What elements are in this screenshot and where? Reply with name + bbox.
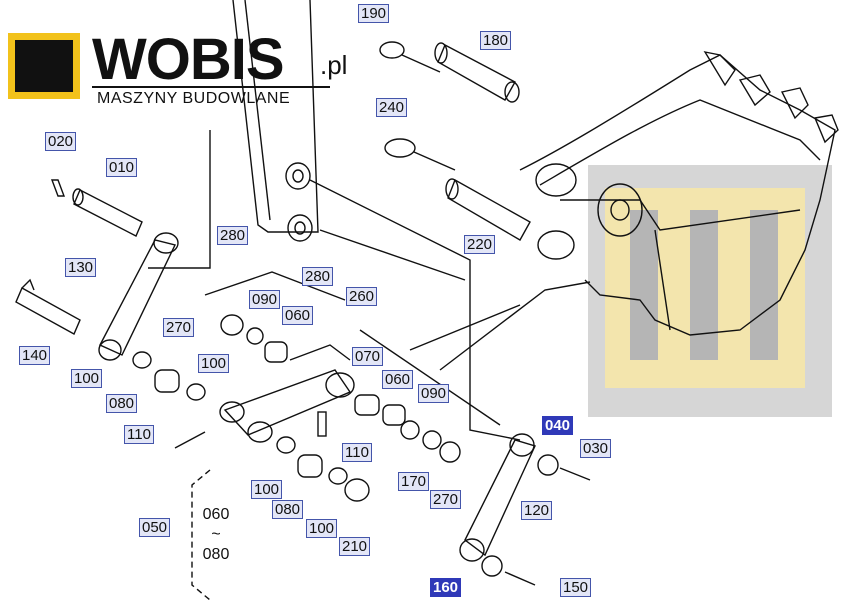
brand-name: WOBIS [92, 27, 285, 92]
range-from: 060 [202, 506, 230, 523]
part-label: 170 [398, 472, 430, 491]
part-label: 070 [352, 347, 384, 366]
part-label: 060 [382, 370, 414, 389]
part-label: 110 [342, 443, 372, 462]
part-label: 100 [306, 519, 338, 538]
part-label: 100 [71, 369, 103, 388]
brand-tagline: MASZYNY BUDOWLANE [97, 90, 291, 107]
part-label: 050 [139, 518, 171, 537]
part-label: 060 [282, 306, 314, 325]
part-label: 080 [106, 394, 138, 413]
part-label: 020 [45, 132, 77, 151]
part-label: 090 [249, 290, 281, 309]
wobis-logo-mark [8, 33, 80, 99]
part-label: 260 [346, 287, 378, 306]
part-label: 030 [580, 439, 612, 458]
part-label: 080 [272, 500, 304, 519]
tagline-divider [92, 86, 330, 88]
part-label: 130 [65, 258, 97, 277]
part-label: 110 [124, 425, 154, 444]
range-to: 080 [202, 546, 230, 563]
part-label: 140 [19, 346, 51, 365]
range-sep: ~ [211, 526, 221, 543]
part-label-highlighted: 040 [542, 416, 574, 435]
part-label: 100 [198, 354, 230, 373]
part-label: 010 [106, 158, 138, 177]
watermark-logo [588, 165, 832, 417]
part-label: 120 [521, 501, 553, 520]
part-label: 280 [302, 267, 334, 286]
part-label: 210 [339, 537, 371, 556]
part-label: 190 [358, 4, 390, 23]
line-art [15, 0, 839, 601]
part-label: 270 [430, 490, 462, 509]
part-label: 150 [560, 578, 592, 597]
part-label: 220 [464, 235, 496, 254]
part-label: 280 [217, 226, 249, 245]
part-label: 090 [418, 384, 450, 403]
part-label: 180 [480, 31, 512, 50]
part-label: 240 [376, 98, 408, 117]
part-label: 270 [163, 318, 195, 337]
part-label-highlighted: 160 [430, 578, 462, 597]
brand-tld: .pl [320, 50, 348, 80]
part-label: 100 [251, 480, 283, 499]
